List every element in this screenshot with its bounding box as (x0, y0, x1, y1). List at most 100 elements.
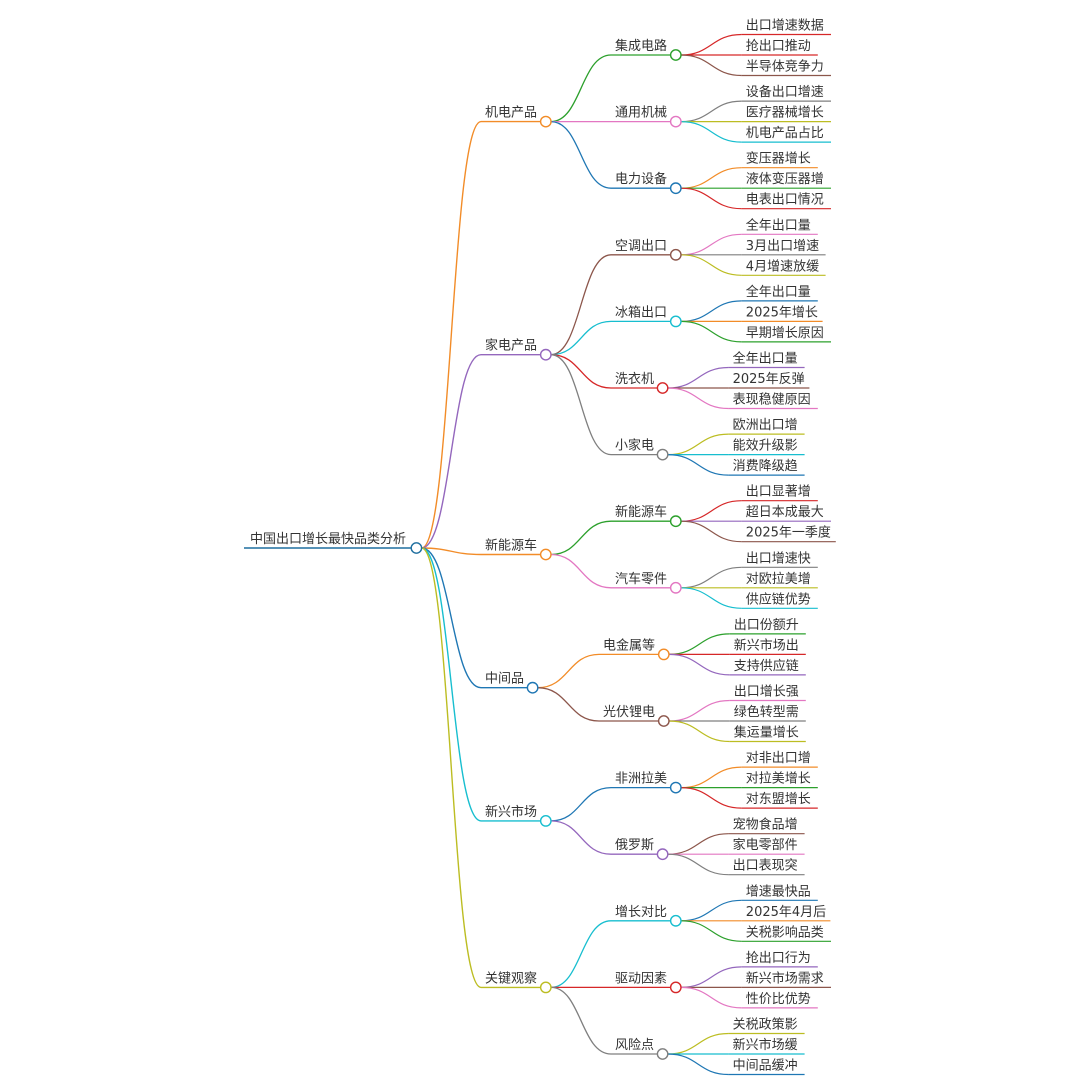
leaf-label: 电表出口情况 (746, 193, 824, 208)
child-node[interactable] (669, 248, 682, 261)
child-label: 新能源车 (615, 504, 667, 520)
leaf-label: 增速最快品 (746, 884, 811, 899)
child-node[interactable] (656, 848, 669, 861)
child-node[interactable] (669, 182, 682, 195)
child-node[interactable] (669, 115, 682, 128)
leaf-label: 早期增长原因 (746, 326, 824, 341)
child-node[interactable] (656, 1048, 669, 1060)
leaf-label: 超日本成最大 (746, 505, 824, 520)
leaf-label: 新兴市场出 (734, 637, 799, 653)
leaf-edge (668, 633, 730, 655)
leaf-label: 4月增速放缓 (746, 259, 819, 274)
leaf-edge (680, 320, 742, 343)
child-label: 俄罗斯 (615, 838, 654, 853)
leaf-label: 消费降级趋 (733, 459, 798, 474)
leaf-label: 对欧拉美增 (746, 572, 811, 587)
child-node[interactable] (669, 315, 682, 328)
child-label: 洗衣机 (615, 371, 654, 387)
leaf-label: 全年出口量 (733, 351, 798, 367)
child-edge (537, 653, 600, 689)
branch-label: 家电产品 (485, 338, 537, 354)
leaf-label: 表现稳健原因 (733, 392, 811, 408)
child-edge (550, 520, 612, 556)
branch-edge (421, 547, 482, 822)
child-edge (550, 254, 612, 356)
child-node[interactable] (669, 781, 682, 794)
child-node[interactable] (669, 914, 682, 927)
leaf-label: 出口增长强 (734, 685, 799, 700)
leaf-label: 医疗器械增长 (746, 106, 824, 121)
leaf-label: 新兴市场需求 (746, 970, 824, 986)
leaf-edge (680, 899, 742, 922)
leaf-label: 液体变压器增 (746, 171, 824, 187)
child-node[interactable] (656, 448, 669, 461)
child-edge (550, 354, 612, 389)
branch-edge (421, 547, 482, 556)
leaf-label: 出口表现突 (733, 858, 798, 874)
branch-edge (421, 120, 482, 549)
leaf-edge (680, 500, 742, 522)
branch-node[interactable] (539, 348, 552, 361)
leaf-edge (668, 699, 730, 722)
leaf-edge (668, 720, 730, 743)
leaf-label: 能效升级影 (733, 439, 798, 454)
child-node[interactable] (669, 981, 682, 994)
child-label: 汽车零件 (615, 571, 667, 587)
branch-label: 新兴市场 (485, 804, 537, 820)
leaf-edge (668, 653, 730, 676)
child-node[interactable] (669, 515, 682, 528)
child-node[interactable] (669, 581, 682, 594)
leaf-label: 机电产品占比 (746, 126, 824, 141)
branch-node[interactable] (539, 115, 552, 128)
leaf-label: 绿色转型需 (734, 704, 799, 720)
branch-edge (421, 354, 482, 549)
root-label: 中国出口增长最快品类分析 (250, 532, 406, 547)
child-edge (550, 320, 612, 356)
branch-node[interactable] (539, 981, 552, 994)
leaf-edge (680, 233, 742, 256)
child-node[interactable] (657, 715, 670, 727)
leaf-edge (667, 1032, 729, 1055)
leaf-edge (667, 366, 729, 389)
child-label: 非洲拉美 (615, 772, 667, 787)
branch-node[interactable] (539, 548, 552, 561)
child-node[interactable] (656, 382, 669, 394)
leaf-label: 抢出口行为 (746, 950, 811, 966)
leaf-edge (680, 920, 742, 942)
leaf-edge (680, 254, 742, 276)
leaf-edge (680, 187, 742, 210)
branch-node[interactable] (526, 681, 539, 694)
child-edge (550, 986, 612, 1055)
leaf-label: 宠物食品增 (733, 817, 798, 833)
child-label: 小家电 (615, 438, 654, 454)
leaf-label: 支持供应链 (734, 658, 799, 674)
child-label: 风险点 (615, 1038, 654, 1053)
child-node[interactable] (669, 49, 682, 61)
branch-edge (421, 547, 482, 689)
branch-node[interactable] (539, 815, 552, 827)
root-node[interactable] (410, 542, 423, 554)
leaf-edge (667, 853, 729, 876)
leaf-label: 3月出口增速 (746, 239, 819, 254)
leaf-edge (667, 454, 729, 476)
leaf-edge (680, 54, 742, 77)
child-edge (550, 54, 612, 123)
child-label: 冰箱出口 (615, 304, 667, 320)
leaf-edge (680, 986, 742, 1009)
child-node[interactable] (657, 648, 670, 661)
leaf-label: 出口增速快 (746, 551, 811, 566)
branch-label: 关键观察 (485, 971, 537, 986)
leaf-label: 出口增速数据 (746, 19, 824, 34)
leaf-label: 对东盟增长 (746, 792, 811, 807)
leaf-edge (680, 587, 742, 609)
leaf-edge (680, 520, 742, 543)
mindmap-nodes: 中国出口增长最快品类分析机电产品集成电路出口增速数据抢出口推动半导体竞争力通用机… (250, 19, 831, 1074)
leaf-label: 出口份额升 (734, 618, 799, 633)
leaf-label: 集运量增长 (734, 725, 799, 741)
child-label: 电力设备 (615, 171, 667, 187)
leaf-label: 家电零部件 (733, 837, 798, 853)
branch-label: 新能源车 (485, 538, 537, 554)
leaf-label: 供应链优势 (746, 591, 811, 607)
child-edge (550, 553, 612, 589)
